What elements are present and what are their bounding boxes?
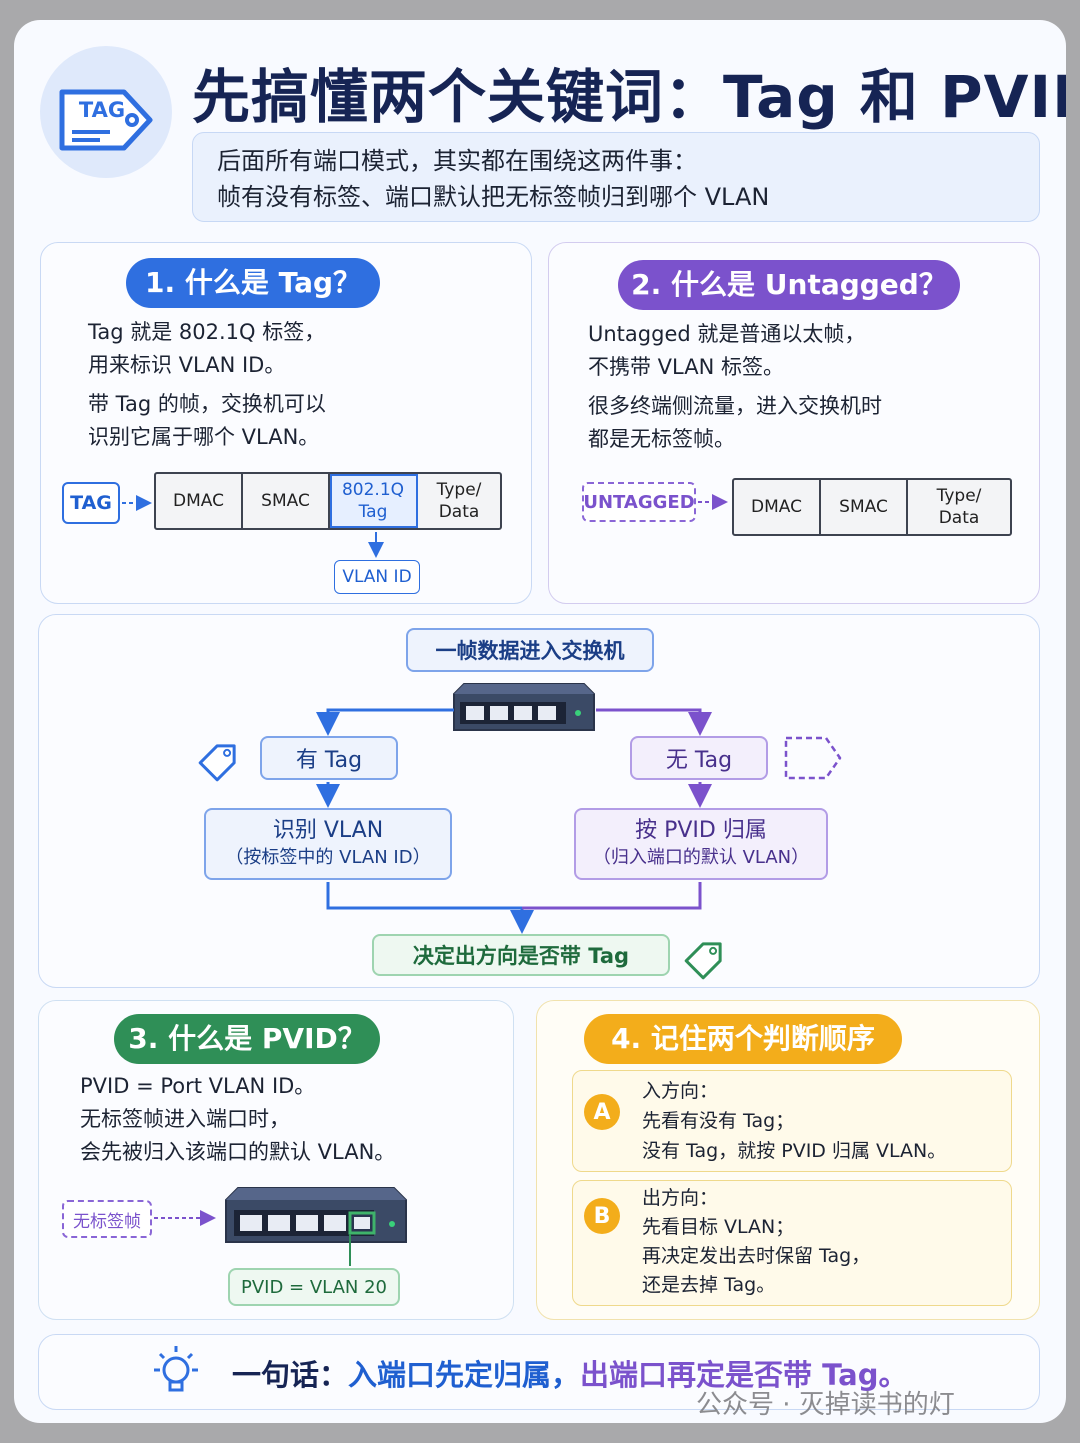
card3-line: 无标签帧进入端口时， [80, 1107, 290, 1131]
result-identify-vlan-title: 识别 VLAN [272, 818, 384, 843]
card-switch-flow [38, 614, 1040, 988]
result-pvid-assign-title: 按 PVID 归属 [635, 818, 767, 843]
summary-prefix: 一句话： [232, 1358, 349, 1392]
ingress-text: 入方向： 先看有没有 Tag； 没有 Tag，就按 PVID 归属 VLAN。 [642, 1076, 946, 1166]
egress-line: 还是去掉 Tag。 [642, 1274, 776, 1296]
untagged-frame-label: 无标签帧 [62, 1200, 152, 1238]
branch-has-tag: 有 Tag [260, 736, 398, 780]
badge-b: B [584, 1198, 620, 1234]
frame-cell-dmac: DMAC [156, 474, 243, 528]
summary-sentence: 一句话：入端口先定归属，出端口再定是否带 Tag。 [232, 1352, 908, 1394]
card1-line: 识别它属于哪个 VLAN。 [88, 425, 320, 449]
frame-cell-smac: SMAC [821, 480, 908, 534]
vlan-id-label: VLAN ID [334, 560, 420, 594]
card3-line: 会先被归入该端口的默认 VLAN。 [80, 1140, 396, 1164]
result-pvid-assign: 按 PVID 归属 （归入端口的默认 VLAN） [574, 808, 828, 880]
egress-line: 出方向： [642, 1187, 719, 1209]
frame-cell-type-data: Type/ Data [436, 480, 482, 522]
card2-line: Untagged 就是普通以太帧， [588, 322, 866, 346]
card1-text: Tag 就是 802.1Q 标签， 用来标识 VLAN ID。 带 Tag 的帧… [88, 316, 326, 454]
flow-end-box: 决定出方向是否带 Tag [372, 934, 670, 976]
card3-text: PVID = Port VLAN ID。 无标签帧进入端口时， 会先被归入该端口… [80, 1070, 395, 1169]
egress-direction-box [572, 1180, 1012, 1306]
card1-heading: 1. 什么是 Tag？ [126, 258, 380, 308]
tag-label-box: TAG [62, 482, 120, 524]
summary-part1: 入端口先定归属， [348, 1358, 581, 1392]
ingress-line: 入方向： [642, 1080, 719, 1102]
card2-heading: 2. 什么是 Untagged？ [618, 260, 960, 310]
lightbulb-icon [154, 1346, 198, 1392]
result-identify-vlan: 识别 VLAN （按标签中的 VLAN ID） [204, 808, 452, 880]
page-title: 先搞懂两个关键词：Tag 和 PVID [192, 63, 1066, 131]
switch-icon [453, 683, 595, 731]
card1-line: 用来标识 VLAN ID。 [88, 353, 286, 377]
frame-cell-dmac: DMAC [734, 480, 821, 534]
untagged-frame-diagram: DMAC SMAC Type/ Data [732, 478, 1012, 536]
card2-text: Untagged 就是普通以太帧， 不携带 VLAN 标签。 很多终端侧流量，进… [588, 318, 882, 456]
egress-text: 出方向： 先看目标 VLAN； 再决定发出去时保留 Tag， 还是去掉 Tag。 [642, 1184, 870, 1300]
badge-a: A [584, 1094, 620, 1130]
watermark: 公众号 · 灭掉读书的灯 [696, 1390, 955, 1420]
frame-cell-8021q-tag: 802.1Q Tag [330, 474, 418, 528]
ingress-direction-box [572, 1070, 1012, 1172]
card2-line: 很多终端侧流量，进入交换机时 [588, 394, 882, 418]
card2-line: 都是无标签帧。 [588, 427, 735, 451]
flow-start-box: 一帧数据进入交换机 [406, 628, 654, 672]
subtitle-box: 后面所有端口模式，其实都在围绕这两件事： 帧有没有标签、端口默认把无标签帧归到哪… [192, 132, 1040, 222]
card4-heading: 4. 记住两个判断顺序 [584, 1014, 902, 1064]
summary-bar [38, 1334, 1040, 1410]
card3-line: PVID = Port VLAN ID。 [80, 1074, 316, 1098]
card1-line: Tag 就是 802.1Q 标签， [88, 320, 326, 344]
branch-no-tag: 无 Tag [630, 736, 768, 780]
frame-cell-type-data: Type/ Data [936, 486, 982, 528]
card2-line: 不携带 VLAN 标签。 [588, 355, 784, 379]
tag-icon [59, 89, 153, 151]
card3-heading: 3. 什么是 PVID？ [114, 1014, 380, 1064]
summary-part2: 出端口再定是否带 Tag。 [580, 1358, 908, 1392]
result-pvid-assign-sub: （归入端口的默认 VLAN） [592, 847, 810, 868]
card1-line: 带 Tag 的帧，交换机可以 [88, 392, 326, 416]
result-identify-vlan-sub: （按标签中的 VLAN ID） [225, 847, 431, 868]
tagged-frame-diagram: DMAC SMAC 802.1Q Tag Type/ Data [154, 472, 502, 530]
subtitle-line-1: 后面所有端口模式，其实都在围绕这两件事： [217, 147, 697, 175]
egress-line: 再决定发出去时保留 Tag， [642, 1245, 871, 1267]
ingress-line: 没有 Tag，就按 PVID 归属 VLAN。 [642, 1140, 947, 1162]
pvid-value-label: PVID = VLAN 20 [228, 1268, 400, 1306]
switch-icon [225, 1187, 407, 1243]
infographic-page: TAG 先搞懂两个关键词：Tag 和 PVID 后面所有端口模式，其实都在围绕这… [14, 20, 1066, 1423]
ingress-line: 先看有没有 Tag； [642, 1110, 795, 1132]
subtitle-line-2: 帧有没有标签、端口默认把无标签帧归到哪个 VLAN [217, 183, 770, 211]
frame-cell-smac: SMAC [243, 474, 330, 528]
untagged-label-box: UNTAGGED [582, 482, 696, 522]
egress-line: 先看目标 VLAN； [642, 1216, 795, 1238]
header-icon-label: TAG [78, 98, 126, 122]
